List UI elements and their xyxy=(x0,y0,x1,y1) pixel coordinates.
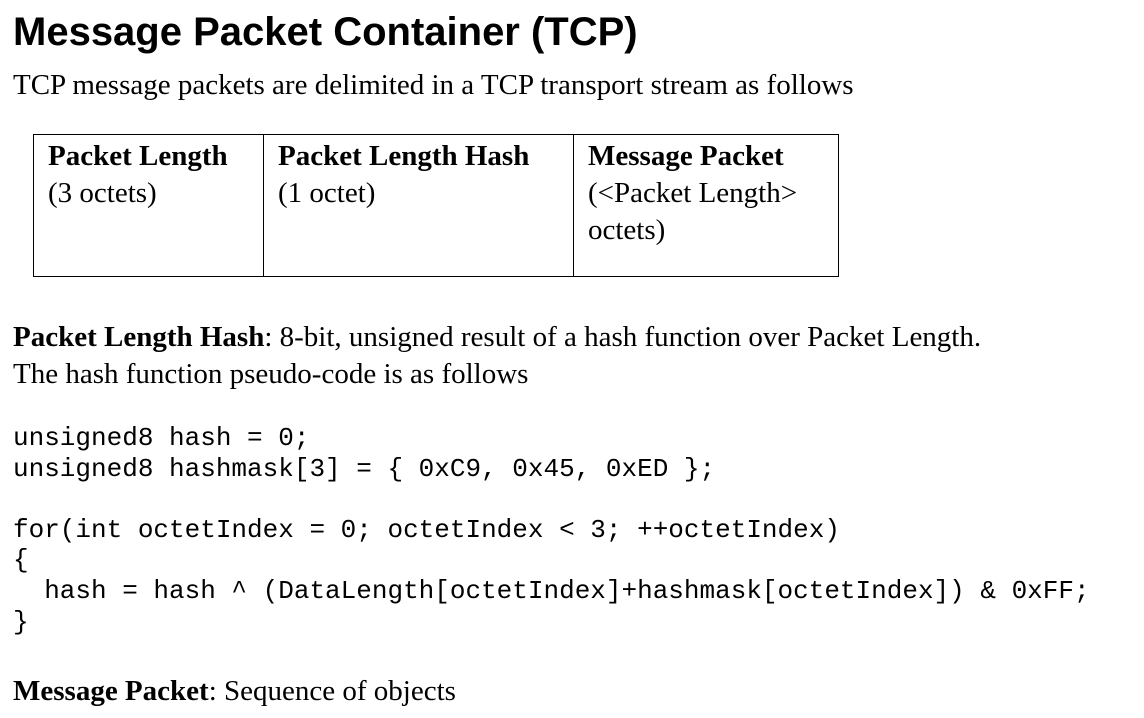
code-line: { xyxy=(13,545,29,576)
message-definition: : Sequence of objects xyxy=(208,675,456,707)
packet-length-cell: Packet Length (3 octets) xyxy=(33,134,264,277)
packet-layout-row: Packet Length (3 octets) Packet Length H… xyxy=(33,134,839,277)
packet-length-size: (3 octets) xyxy=(48,177,157,209)
code-line: unsigned8 hash = 0; xyxy=(13,423,310,453)
hash-definition: : 8-bit, unsigned result of a hash funct… xyxy=(264,321,982,353)
code-line: } xyxy=(13,606,29,637)
code-line: hash = hash ^ (DataLength[octetIndex]+ha… xyxy=(13,575,1090,606)
message-packet-cell: Message Packet (<Packet Length> octets) xyxy=(573,134,839,277)
packet-length-title: Packet Length xyxy=(48,140,228,172)
packet-length-hash-title: Packet Length Hash xyxy=(278,140,530,172)
intro-paragraph: TCP message packets are delimited in a T… xyxy=(13,69,854,101)
hash-description-line-1: Packet Length Hash: 8-bit, unsigned resu… xyxy=(13,319,981,356)
code-line xyxy=(13,484,1090,515)
message-description: Message Packet: Sequence of objects xyxy=(13,673,456,710)
hash-term: Packet Length Hash xyxy=(13,321,265,353)
message-term: Message Packet xyxy=(13,675,209,707)
message-packet-title: Message Packet xyxy=(588,140,784,172)
message-packet-size: (<Packet Length> octets) xyxy=(588,177,798,246)
hash-description: Packet Length Hash: 8-bit, unsigned resu… xyxy=(13,319,981,393)
code-line: for(int octetIndex = 0; octetIndex < 3; … xyxy=(13,514,840,545)
pseudo-code-block: unsigned8 hash = 0;unsigned8 hashmask[3]… xyxy=(13,423,1090,637)
packet-length-hash-size: (1 octet) xyxy=(278,177,376,209)
packet-layout-table: Packet Length (3 octets) Packet Length H… xyxy=(33,134,839,277)
packet-length-hash-cell: Packet Length Hash (1 octet) xyxy=(263,134,574,277)
section-heading: Message Packet Container (TCP) xyxy=(13,10,638,54)
code-line: unsigned8 hashmask[3] = { 0xC9, 0x45, 0x… xyxy=(13,453,716,484)
hash-description-line-2: The hash function pseudo-code is as foll… xyxy=(13,358,529,390)
